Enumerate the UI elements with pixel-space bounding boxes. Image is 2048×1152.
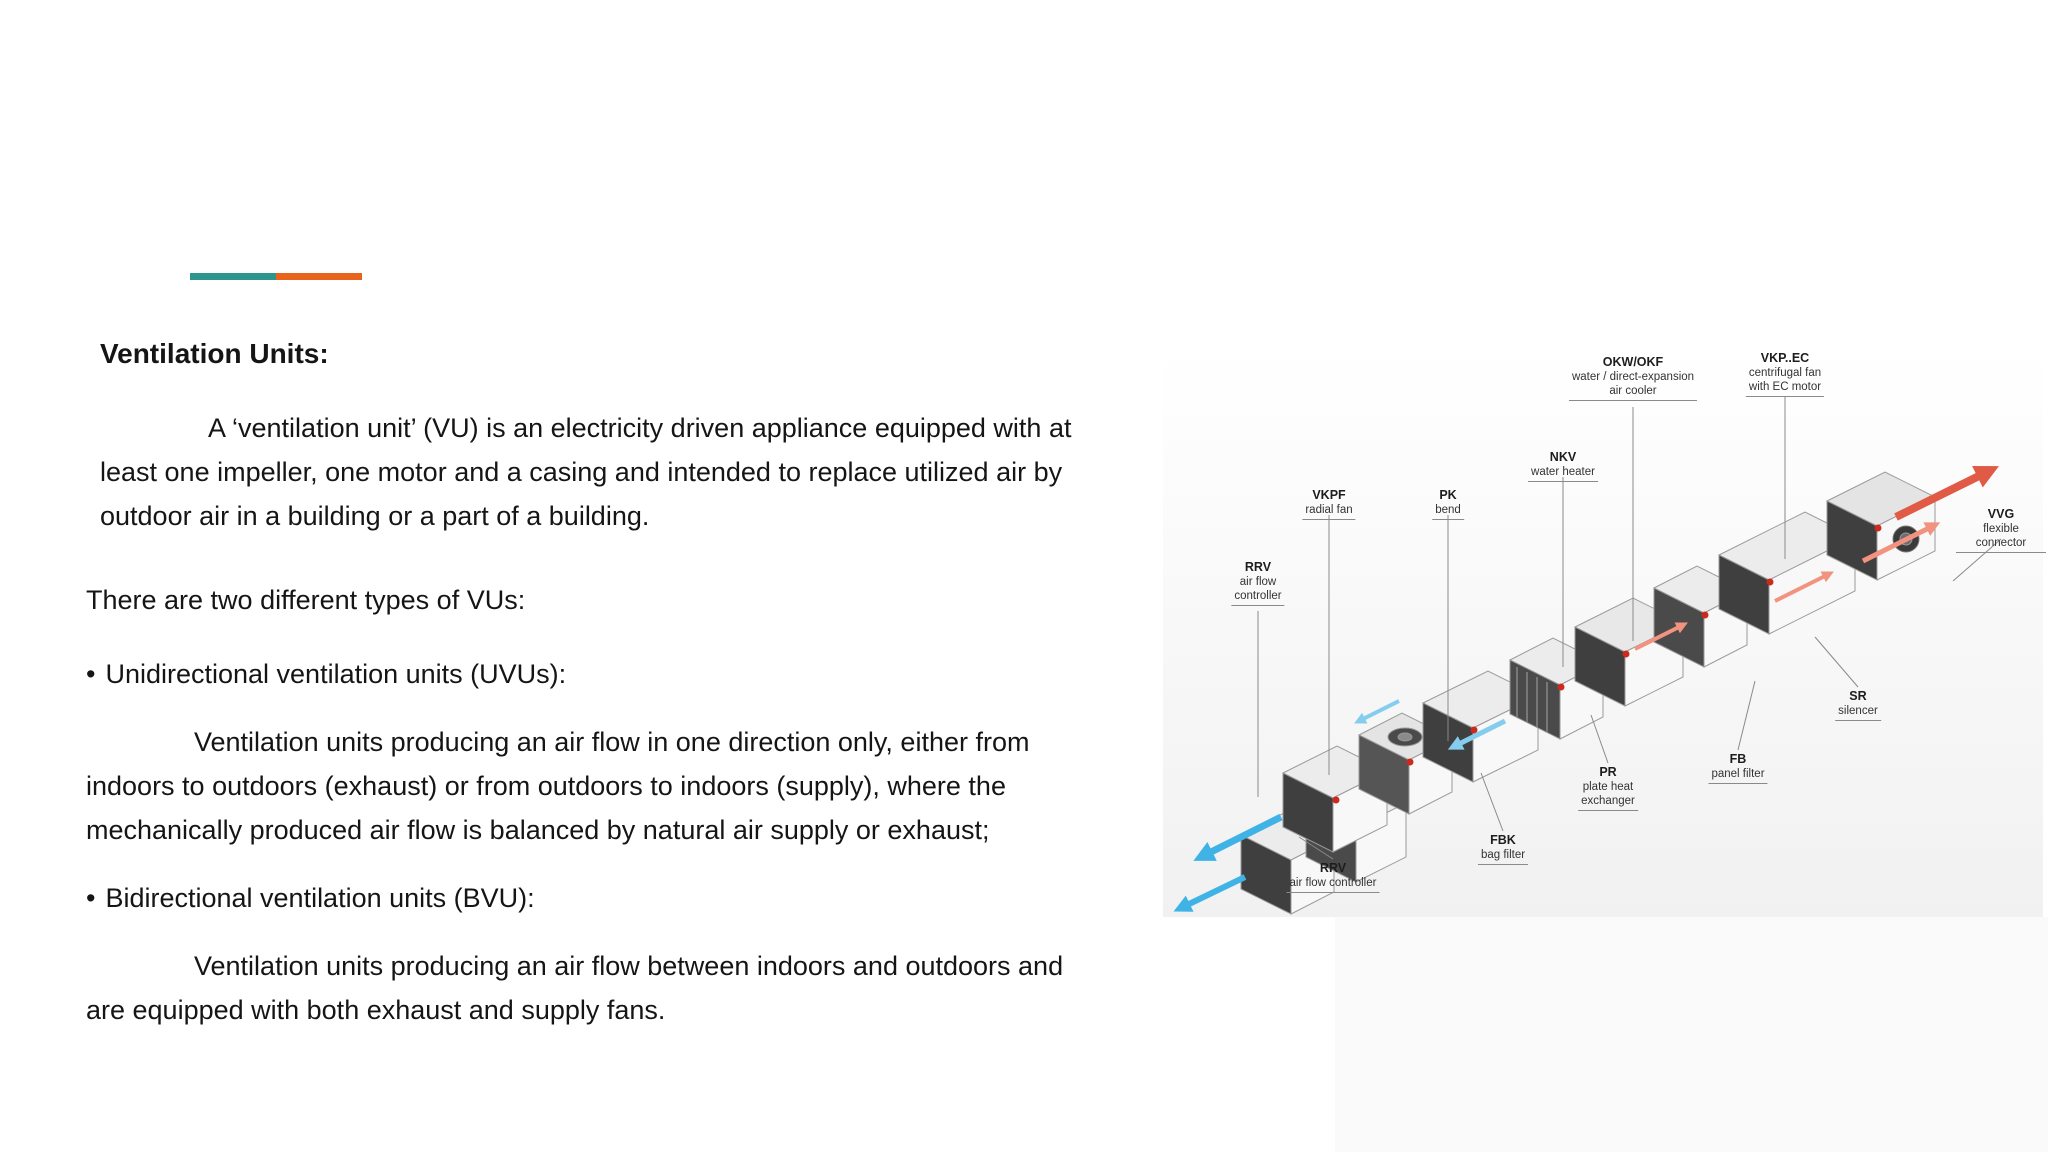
component-desc: air flow controller	[1234, 576, 1282, 602]
component-desc: plate heat exchanger	[1581, 781, 1635, 807]
accent-bar	[190, 273, 362, 280]
accent-bar-teal-segment	[190, 273, 276, 280]
component-code: VKP..EC	[1760, 351, 1810, 365]
bullet-icon: •	[86, 883, 96, 913]
bullet-bvu-title: • Bidirectional ventilation units (BVU):	[86, 876, 1101, 920]
component-desc: water heater	[1531, 466, 1595, 478]
diagram-label-rrv-bottom: RRV air flow controller	[1286, 861, 1380, 893]
diagram-label-rrv-top: RRV air flow controller	[1231, 560, 1285, 606]
slide-text-column: Ventilation Units: A ‘ventilation unit’ …	[86, 332, 1101, 1056]
diagram-label-vkp-ec: VKP..EC centrifugal fan with EC motor	[1745, 351, 1825, 397]
diagram-label-fb: FB panel filter	[1708, 752, 1768, 784]
ventilation-unit-diagram: OKW/OKF water / direct-expansion air coo…	[1163, 349, 2046, 917]
component-code: FBK	[1490, 833, 1516, 847]
component-desc: bag filter	[1480, 849, 1526, 861]
component-code: SR	[1849, 689, 1867, 703]
component-code: VKPF	[1312, 488, 1346, 502]
diagram-label-vkpf: VKPF radial fan	[1302, 488, 1356, 520]
diagram-label-okw-okf: OKW/OKF water / direct-expansion air coo…	[1568, 355, 1698, 401]
component-desc: water / direct-expansion air cooler	[1571, 371, 1695, 397]
diagram-label-vvg: VVG flexible connector	[1956, 507, 2046, 553]
slide-title: Ventilation Units:	[100, 338, 329, 369]
uvu-title-text: Unidirectional ventilation units (UVUs):	[105, 659, 567, 689]
component-code: FB	[1729, 752, 1747, 766]
component-desc: centrifugal fan with EC motor	[1748, 367, 1822, 393]
exploded-ahu-illustration	[1163, 349, 2043, 917]
diagram-label-nkv: NKV water heater	[1528, 450, 1598, 482]
diagram-label-fbk: FBK bag filter	[1477, 833, 1529, 865]
component-code: RRV	[1244, 560, 1272, 574]
component-code: OKW/OKF	[1602, 355, 1664, 369]
component-code: PK	[1439, 488, 1457, 502]
bvu-title-text: Bidirectional ventilation units (BVU):	[105, 883, 535, 913]
bullet-uvu-title: • Unidirectional ventilation units (UVUs)…	[86, 652, 1101, 696]
bvu-body-paragraph: Ventilation units producing an air flow …	[86, 951, 1064, 1025]
component-desc: bend	[1435, 504, 1461, 516]
component-desc: flexible connector	[1975, 523, 2027, 549]
intro-paragraph: A ‘ventilation unit’ (VU) is an electric…	[100, 413, 1072, 531]
background-shade	[1335, 917, 2048, 1152]
component-code: RRV	[1319, 861, 1347, 875]
component-code: NKV	[1549, 450, 1577, 464]
component-code: PR	[1599, 765, 1617, 779]
uvu-body-paragraph: Ventilation units producing an air flow …	[86, 727, 1030, 845]
types-intro-line: There are two different types of VUs:	[86, 585, 526, 615]
component-desc: air flow controller	[1289, 877, 1377, 889]
bullet-icon: •	[86, 659, 96, 689]
diagram-label-sr: SR silencer	[1835, 689, 1881, 721]
accent-bar-orange-segment	[276, 273, 362, 280]
diagram-label-pk: PK bend	[1432, 488, 1464, 520]
component-desc: radial fan	[1305, 504, 1353, 516]
component-desc: panel filter	[1711, 768, 1765, 780]
diagram-label-pr: PR plate heat exchanger	[1578, 765, 1638, 811]
component-desc: silencer	[1838, 705, 1878, 717]
component-code: VVG	[1987, 507, 2015, 521]
